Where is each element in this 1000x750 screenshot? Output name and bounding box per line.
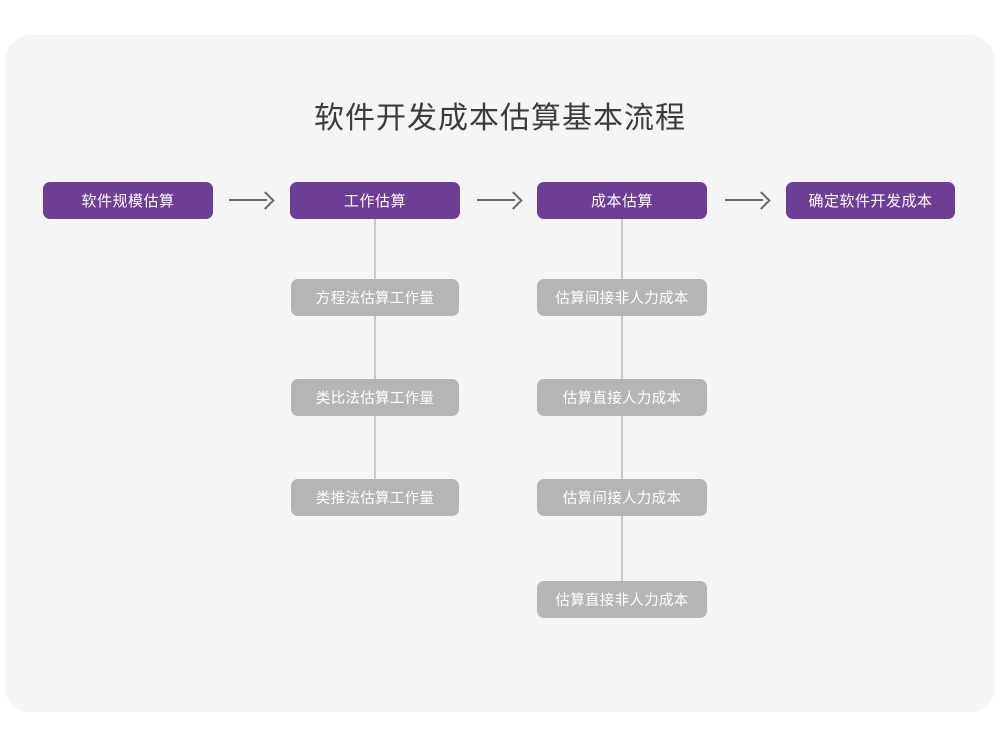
arrow-1-shaft: [229, 199, 267, 201]
connector-line-col2-seg4: [621, 515, 623, 581]
connector-line-col1-seg2: [374, 315, 376, 379]
arrow-3-head: [752, 191, 771, 210]
branch-node-equation-method-effort[interactable]: 方程法估算工作量: [291, 279, 459, 316]
connector-line-col2-seg3: [621, 415, 623, 479]
branch-node-extrapolation-method-effort[interactable]: 类推法估算工作量: [291, 479, 459, 516]
arrow-3-shaft: [725, 199, 763, 201]
page-title: 软件开发成本估算基本流程: [314, 102, 686, 135]
branch-node-indirect-nonlabor-cost[interactable]: 估算间接非人力成本: [537, 279, 707, 316]
arrow-1-head: [256, 191, 275, 210]
connector-line-col1-seg1: [374, 218, 376, 280]
arrow-3-icon: [725, 191, 771, 210]
arrow-2-head: [504, 191, 523, 210]
flow-node-effort-estimation[interactable]: 工作估算: [290, 182, 460, 219]
diagram-card: [5, 35, 995, 712]
flow-node-software-size-estimation[interactable]: 软件规模估算: [43, 182, 213, 219]
branch-node-indirect-labor-cost[interactable]: 估算间接人力成本: [537, 479, 707, 516]
arrow-1-icon: [229, 191, 275, 210]
connector-line-col2-seg2: [621, 315, 623, 379]
connector-line-col1-seg3: [374, 415, 376, 479]
branch-node-direct-labor-cost[interactable]: 估算直接人力成本: [537, 379, 707, 416]
branch-node-analogy-method-effort[interactable]: 类比法估算工作量: [291, 379, 459, 416]
flow-node-determine-development-cost[interactable]: 确定软件开发成本: [786, 182, 955, 219]
arrow-2-icon: [477, 191, 523, 210]
arrow-2-shaft: [477, 199, 515, 201]
flow-node-cost-estimation[interactable]: 成本估算: [537, 182, 707, 219]
branch-node-direct-nonlabor-cost[interactable]: 估算直接非人力成本: [537, 581, 707, 618]
connector-line-col2-seg1: [621, 218, 623, 280]
